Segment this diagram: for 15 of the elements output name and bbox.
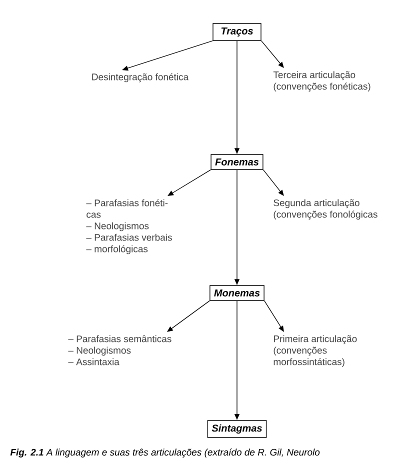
term-box: Traços: [212, 23, 262, 41]
arrow: [168, 170, 212, 196]
note-text: – Parafasias fonéti- cas – Neologismos – Parafasias verbais – morfológicas: [86, 199, 172, 254]
note-text: – Parafasias semânticas – Neologismos – Assintaxia: [68, 335, 172, 366]
arrow: [261, 40, 284, 68]
note-text: Desintegração fonética: [92, 73, 189, 82]
note-text: Segunda articulação (convenções fonológicas: [274, 199, 378, 220]
note-text: Primeira articulação (convenções morfossintáticas): [274, 335, 357, 368]
figure-caption: Fig. 2.1 A linguagem e suas três articulações (extraído de R. Gil, Neurolo: [10, 448, 320, 458]
term-box: Fonemas: [210, 154, 264, 170]
term-box: Sintagmas: [207, 420, 267, 438]
arrow: [262, 170, 284, 196]
note-text: Terceira articulação (convenções fonéticas): [273, 71, 370, 92]
term-box: Monemas: [210, 285, 264, 301]
arrow: [264, 300, 284, 332]
